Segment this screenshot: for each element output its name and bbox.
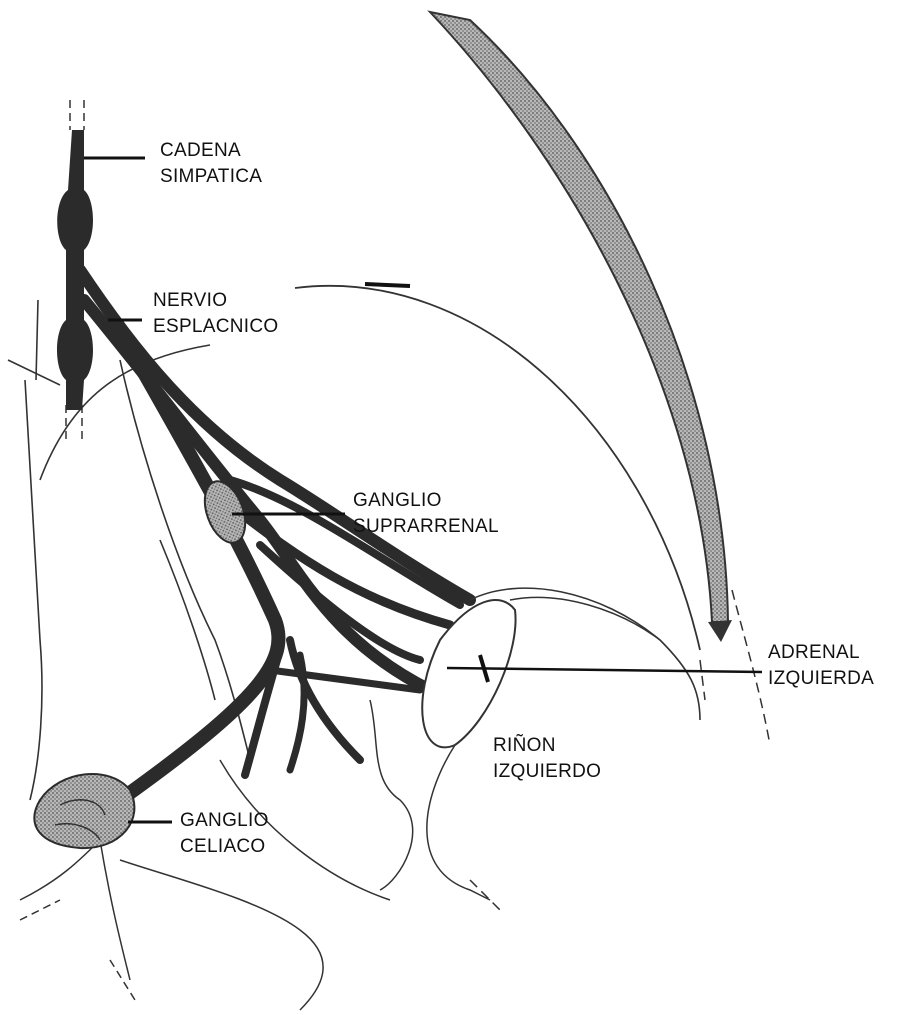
label-line: RIÑON bbox=[493, 733, 601, 759]
label-rinon-izquierdo: RIÑON IZQUIERDO bbox=[493, 733, 601, 785]
label-line: GANGLIO bbox=[353, 488, 499, 514]
dome-mark bbox=[365, 284, 410, 286]
label-line: SUPRARRENAL bbox=[353, 514, 499, 540]
celiac-ganglion bbox=[34, 774, 134, 848]
label-line: ADRENAL bbox=[768, 640, 874, 666]
dome-outline bbox=[295, 286, 700, 650]
label-line: CELIACO bbox=[180, 834, 269, 860]
lower-dash bbox=[20, 900, 135, 1000]
label-nervio-esplacnico: NERVIO ESPLACNICO bbox=[153, 288, 278, 340]
label-adrenal-izquierda: ADRENAL IZQUIERDA bbox=[768, 640, 874, 692]
kidney-dash bbox=[470, 880, 500, 910]
label-ganglio-celiaco: GANGLIO CELIACO bbox=[180, 808, 269, 860]
diaphragm-arrow-tip bbox=[708, 620, 732, 642]
dome-dash-right bbox=[700, 590, 770, 745]
label-line: IZQUIERDA bbox=[768, 666, 874, 692]
label-line: NERVIO bbox=[153, 288, 278, 314]
label-line: SIMPATICA bbox=[160, 164, 262, 190]
label-line: GANGLIO bbox=[180, 808, 269, 834]
label-ganglio-suprarrenal: GANGLIO SUPRARRENAL bbox=[353, 488, 499, 540]
label-line: CADENA bbox=[160, 138, 262, 164]
label-line: ESPLACNICO bbox=[153, 314, 278, 340]
label-line: IZQUIERDO bbox=[493, 759, 601, 785]
label-cadena-simpatica: CADENA SIMPATICA bbox=[160, 138, 262, 190]
